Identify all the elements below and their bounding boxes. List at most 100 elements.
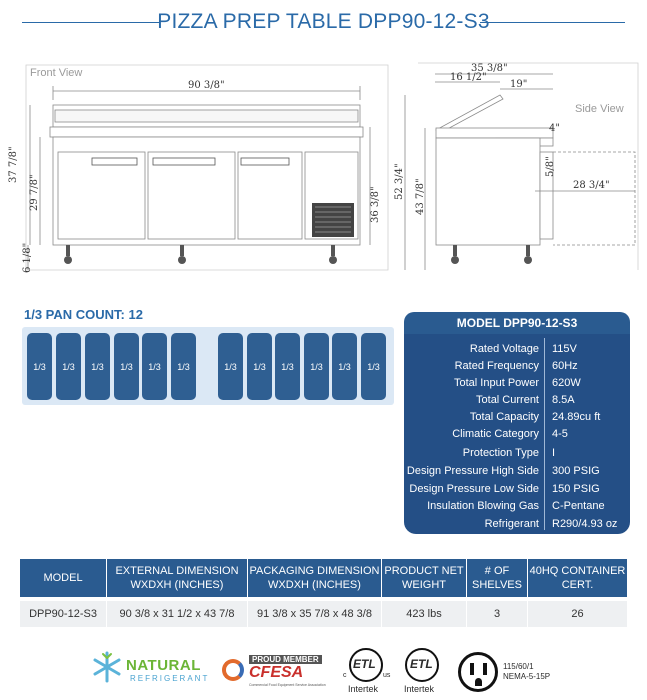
spec-row: Total Input Power 620W [404, 377, 630, 394]
spec-row: Climatic Category 4-5 [404, 428, 630, 445]
table-cell-weight: 423 lbs [382, 601, 467, 627]
technical-drawings: Front View 90 3/8" 37 7/8" 29 7/8" 36 3/… [8, 62, 639, 273]
spec-row: Protection Type I [404, 447, 630, 464]
pan-slot: 1/3 [332, 333, 357, 400]
side-depth-top: 16 1/2" [450, 72, 487, 83]
spec-value: 60Hz [552, 360, 578, 372]
cfesa-logo: PROUD MEMBER CFESA Commercial Food Equip… [222, 655, 332, 691]
spec-label: Protection Type [462, 447, 539, 459]
table-cell-external-dim: 90 3/8 x 31 1/2 x 43 7/8 [107, 601, 248, 627]
table-cell-container: 26 [528, 601, 627, 627]
table-cell-model: DPP90-12-S3 [20, 601, 107, 627]
cfesa-subtitle: Commercial Food Equipment Service Associ… [249, 683, 326, 687]
spec-value: 8.5A [552, 394, 575, 406]
side-board-height: 4" [549, 123, 560, 134]
caster-wheels-icon [64, 245, 337, 264]
natural-text: NATURAL [126, 657, 201, 674]
pan-slot: 1/3 [275, 333, 300, 400]
spec-divider [544, 338, 545, 530]
pan-slot: 1/3 [361, 333, 386, 400]
intertek-text-2: Intertek [404, 684, 435, 694]
pan-slot: 1/3 [114, 333, 139, 400]
pan-slot: 1/3 [56, 333, 81, 400]
spec-label: Design Pressure Low Side [409, 483, 539, 495]
etl-c-text: c [343, 672, 347, 679]
front-height-body: 29 7/8" [29, 174, 40, 211]
cfesa-text: CFESA [249, 664, 304, 681]
spec-label: Refrigerant [484, 518, 539, 530]
snowflake-icon [93, 651, 121, 683]
front-height-total: 37 7/8" [8, 146, 19, 183]
spec-value: 4-5 [552, 428, 568, 440]
table-header-packaging-dim: PACKAGING DIMENSION WXDXH (INCHES) [248, 559, 382, 597]
title-rule-right [480, 22, 625, 23]
front-view-label: Front View [30, 67, 82, 79]
spec-value: C-Pentane [552, 500, 605, 512]
compressor-grille-icon [312, 203, 354, 237]
spec-label: Climatic Category [452, 428, 539, 440]
spec-header: MODEL DPP90-12-S3 [404, 312, 630, 334]
plug-rating-text: 115/60/1 [503, 662, 534, 671]
plug-icon [458, 652, 498, 692]
spec-value: I [552, 447, 556, 459]
etl-sanitation-circle-icon [405, 648, 439, 682]
pan-slot: 1/3 [27, 333, 52, 400]
spec-value: 24.89cu ft [552, 411, 601, 423]
side-height-total: 52 3/4" [394, 163, 405, 200]
pan-slot: 1/3 [304, 333, 329, 400]
proud-member-text: PROUD MEMBER [249, 655, 322, 664]
spec-label: Total Capacity [469, 411, 539, 423]
table-cell-shelves: 3 [467, 601, 528, 627]
spec-label: Rated Voltage [469, 343, 539, 355]
spec-label: Total Current [476, 394, 539, 406]
spec-label: Design Pressure High Side [406, 465, 539, 477]
spec-row: Refrigerant R290/4.93 oz [404, 518, 630, 534]
spec-label: Insulation Blowing Gas [427, 500, 539, 512]
refrigerant-text: REFRIGERANT [130, 674, 210, 683]
etl-logo-1: ETL c us Intertek [343, 648, 391, 696]
plug-nema-text: NEMA-5-15P [503, 672, 551, 681]
side-depth-board: 19" [510, 79, 527, 90]
pan-slot: 1/3 [218, 333, 243, 400]
side-door-depth: 28 3/4" [573, 180, 610, 191]
natural-refrigerant-logo: NATURAL REFRIGERANT [90, 648, 215, 688]
spec-label: Rated Frequency [454, 360, 539, 372]
pan-slot: 1/3 [142, 333, 167, 400]
table-header-weight: PRODUCT NET WEIGHT [382, 559, 467, 597]
pan-slot: 1/3 [247, 333, 272, 400]
plug-logo: 115/60/1 NEMA-5-15P [458, 652, 578, 692]
spec-row: Total Capacity 24.89cu ft [404, 411, 630, 428]
etl-mark-text-2: ETL [410, 657, 433, 671]
table-header-shelves: # OF SHELVES [467, 559, 528, 597]
intertek-text-1: Intertek [348, 684, 379, 694]
spec-label: Total Input Power [454, 377, 539, 389]
front-width-dim: 90 3/8" [188, 80, 225, 91]
spec-value: 115V [552, 343, 577, 355]
side-height-body: 43 7/8" [415, 178, 426, 215]
spec-value: 300 PSIG [552, 465, 600, 477]
table-header-container: 40HQ CONTAINER CERT. [528, 559, 627, 597]
spec-value: 620W [552, 377, 581, 389]
spec-value: 150 PSIG [552, 483, 600, 495]
etl-us-text: us [383, 672, 391, 679]
spec-value: R290/4.93 oz [552, 518, 618, 530]
front-height-right: 36 3/8" [370, 186, 381, 223]
page-title: PIZZA PREP TABLE DPP90-12-S3 [157, 10, 490, 33]
pan-slot: 1/3 [171, 333, 196, 400]
front-caster-dim: 6 1/8" [22, 243, 33, 273]
etl-circle-icon [349, 648, 383, 682]
etl-mark-text: ETL [353, 657, 376, 671]
table-header-model: MODEL [20, 559, 107, 597]
side-depth-total: 35 3/8" [471, 63, 508, 74]
pan-count-title: 1/3 PAN COUNT: 12 [24, 307, 143, 322]
table-header-external-dim: EXTERNAL DIMENSION WXDXH (INCHES) [107, 559, 248, 597]
etl-logo-2: ETL Intertek [403, 648, 443, 696]
table-cell-packaging-dim: 91 3/8 x 35 7/8 x 48 3/8 [248, 601, 382, 627]
pan-slot: 1/3 [85, 333, 110, 400]
spec-row: Total Current 8.5A [404, 394, 630, 411]
spec-row: Design Pressure Low Side 150 PSIG [404, 483, 630, 500]
spec-row: Rated Voltage 115V [404, 343, 630, 360]
title-rule-left [22, 22, 160, 23]
spec-row: Rated Frequency 60Hz [404, 360, 630, 377]
